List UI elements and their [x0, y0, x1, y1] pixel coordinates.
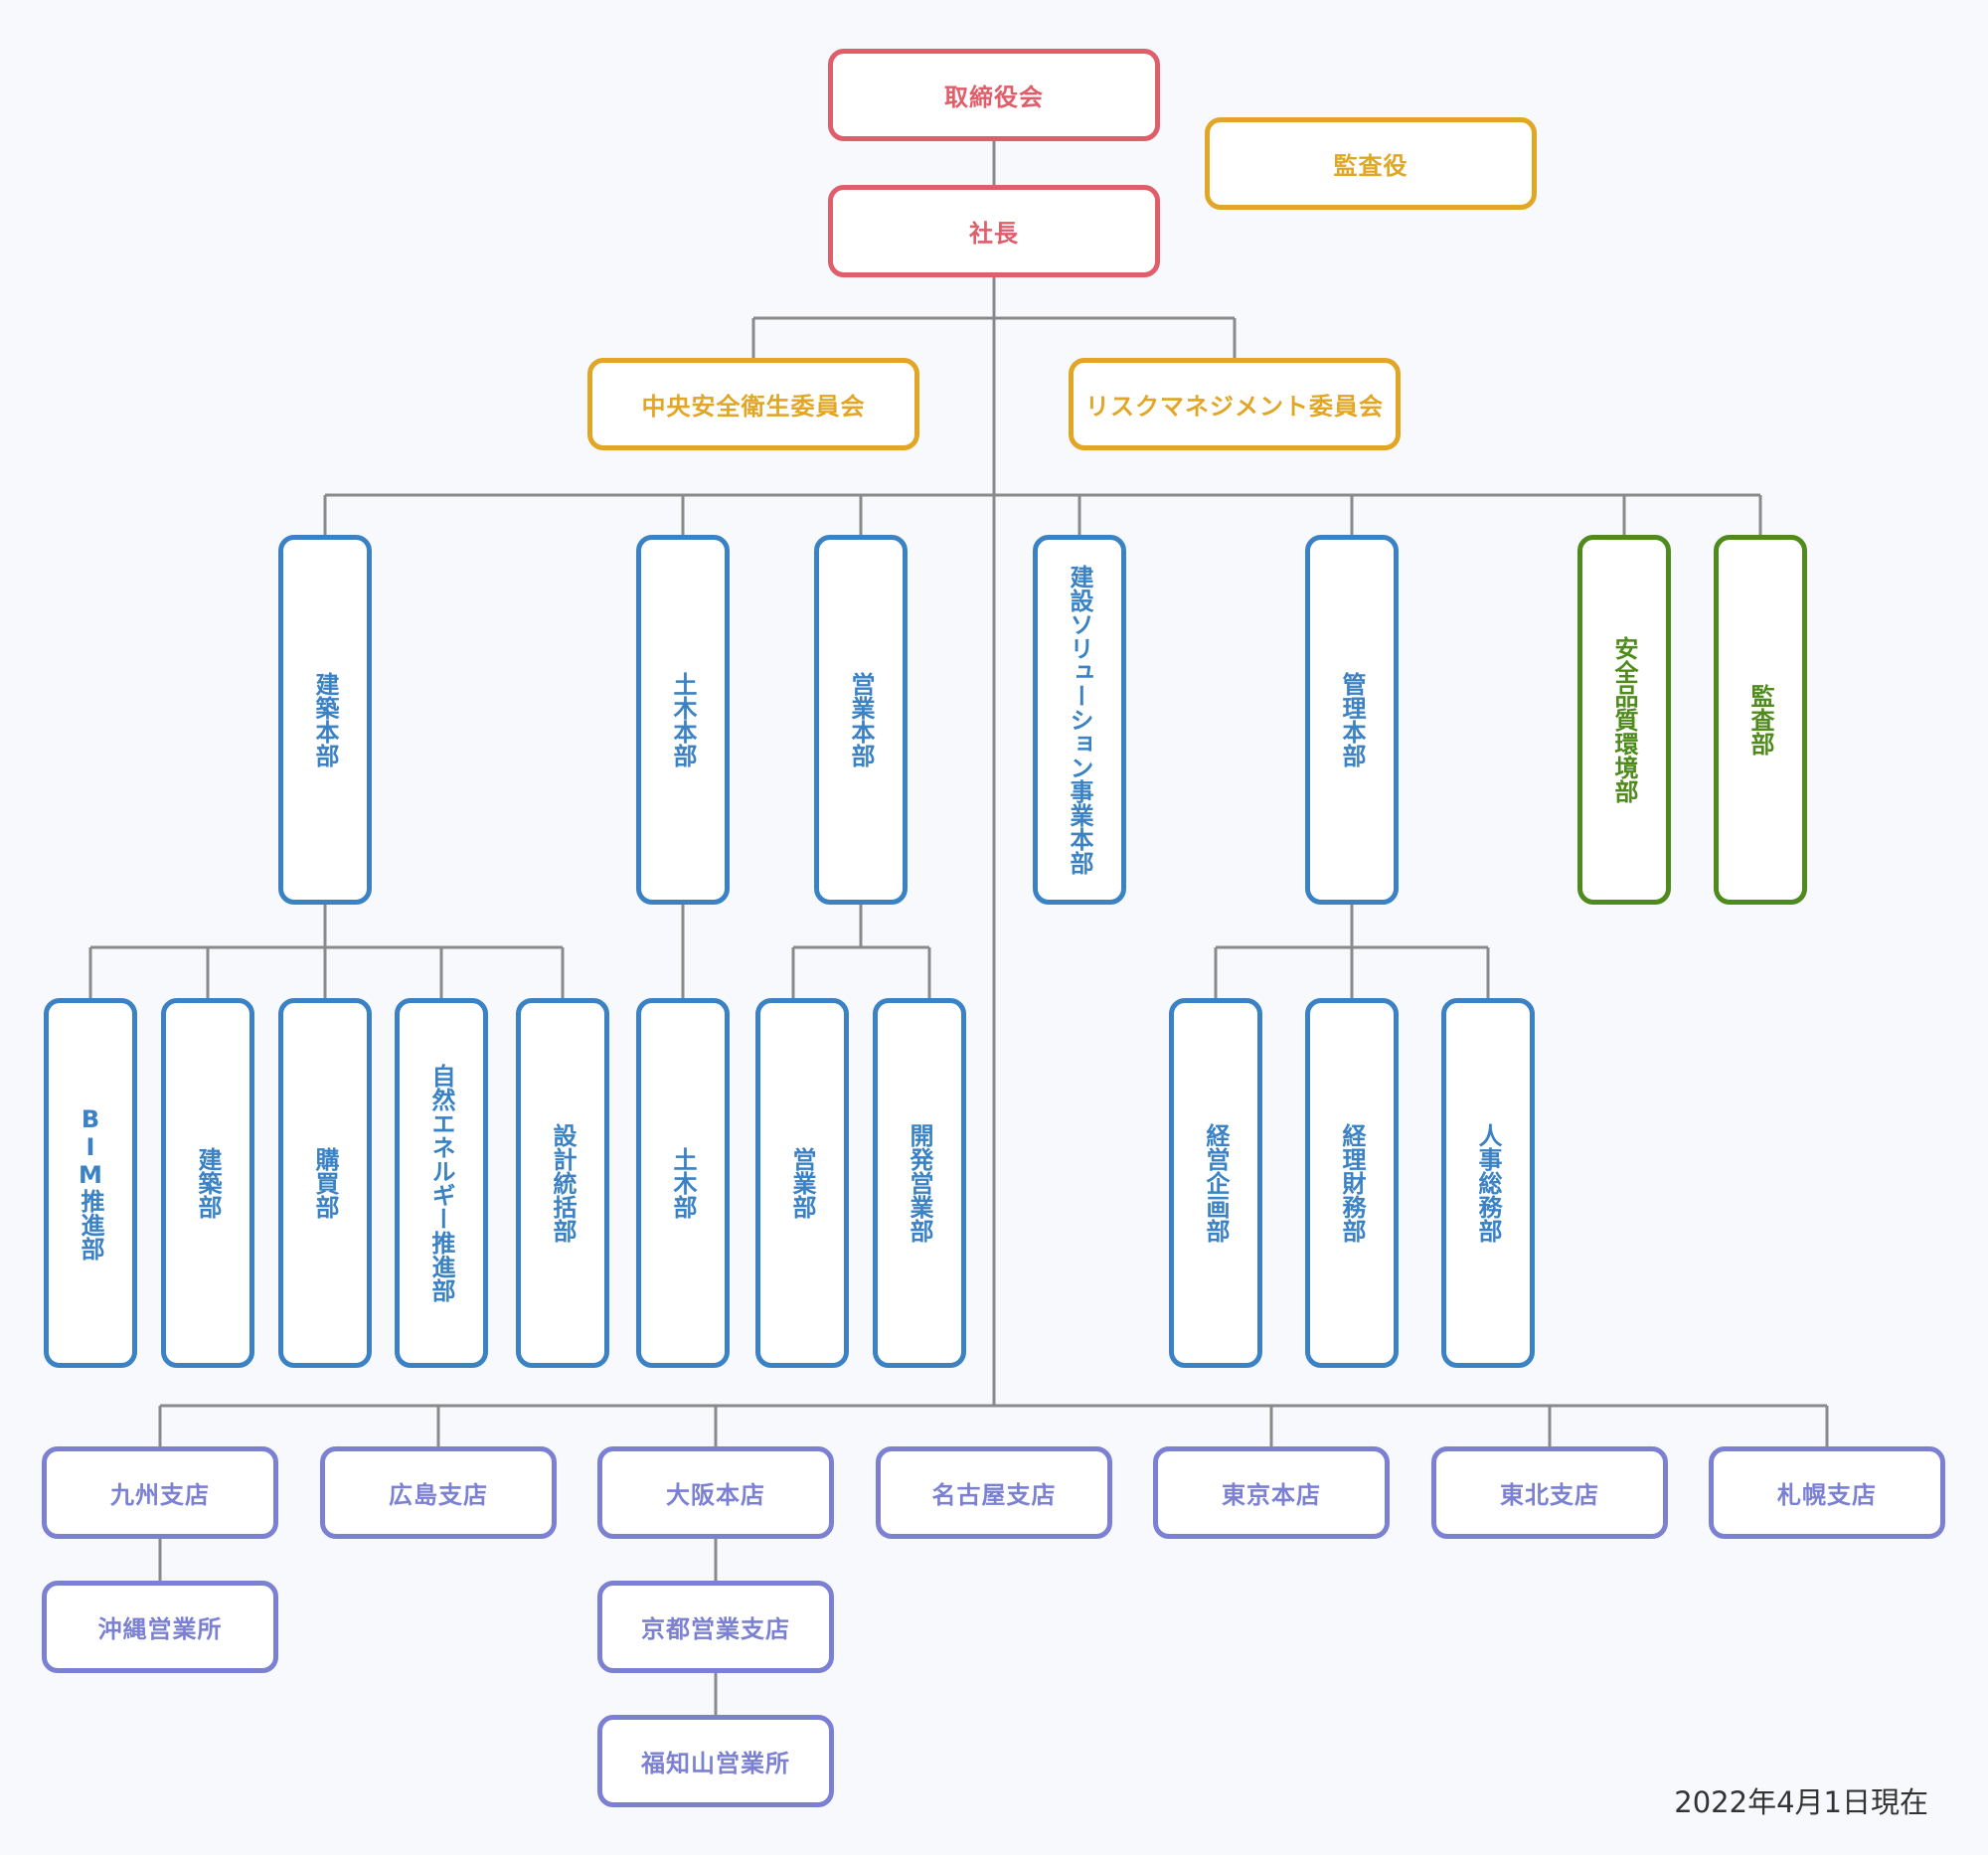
development-sales-dept-box[interactable]: 開発営業部	[873, 998, 966, 1368]
accounting-finance-dept-box[interactable]: 経理財務部	[1305, 998, 1399, 1368]
sapporo-branch-box[interactable]: 札幌支店	[1709, 1446, 1945, 1539]
president-box[interactable]: 社長	[828, 185, 1160, 277]
architecture-division-box[interactable]: 建築本部	[278, 535, 372, 905]
safety-quality-dept-box[interactable]: 安全品質環境部	[1577, 535, 1671, 905]
sales-dept-box[interactable]: 営業部	[755, 998, 849, 1368]
okinawa-sales-office-box[interactable]: 沖縄営業所	[42, 1581, 278, 1673]
tohoku-branch-box[interactable]: 東北支店	[1431, 1446, 1668, 1539]
solutions-division-box[interactable]: 建設ソリューション事業本部	[1033, 535, 1126, 905]
design-dept-box[interactable]: 設計統括部	[516, 998, 609, 1368]
audit-dept-box[interactable]: 監査部	[1714, 535, 1807, 905]
renewable-energy-dept-box[interactable]: 自然エネルギー推進部	[395, 998, 488, 1368]
risk-committee-box[interactable]: リスクマネジメント委員会	[1069, 358, 1401, 450]
corporate-planning-dept-box[interactable]: 経営企画部	[1169, 998, 1262, 1368]
kyushu-branch-box[interactable]: 九州支店	[42, 1446, 278, 1539]
bim-dept-box[interactable]: BIM推進部	[44, 998, 137, 1368]
purchasing-dept-box[interactable]: 購買部	[278, 998, 372, 1368]
sales-division-box[interactable]: 営業本部	[814, 535, 908, 905]
hr-general-affairs-dept-box[interactable]: 人事総務部	[1441, 998, 1535, 1368]
safety-committee-box[interactable]: 中央安全衛生委員会	[587, 358, 919, 450]
board-of-directors-box[interactable]: 取締役会	[828, 49, 1160, 141]
osaka-head-office-box[interactable]: 大阪本店	[597, 1446, 834, 1539]
kyoto-sales-branch-box[interactable]: 京都営業支店	[597, 1581, 834, 1673]
nagoya-branch-box[interactable]: 名古屋支店	[876, 1446, 1112, 1539]
hiroshima-branch-box[interactable]: 広島支店	[320, 1446, 557, 1539]
civil-dept-box[interactable]: 土木部	[636, 998, 730, 1368]
as-of-date: 2022年4月1日現在	[1674, 1785, 1928, 1819]
architecture-dept-box[interactable]: 建築部	[161, 998, 254, 1368]
auditor-box[interactable]: 監査役	[1205, 117, 1537, 210]
civil-division-box[interactable]: 土木本部	[636, 535, 730, 905]
fukuchiyama-sales-office-box[interactable]: 福知山営業所	[597, 1715, 834, 1807]
tokyo-head-office-box[interactable]: 東京本店	[1153, 1446, 1390, 1539]
admin-division-box[interactable]: 管理本部	[1305, 535, 1399, 905]
